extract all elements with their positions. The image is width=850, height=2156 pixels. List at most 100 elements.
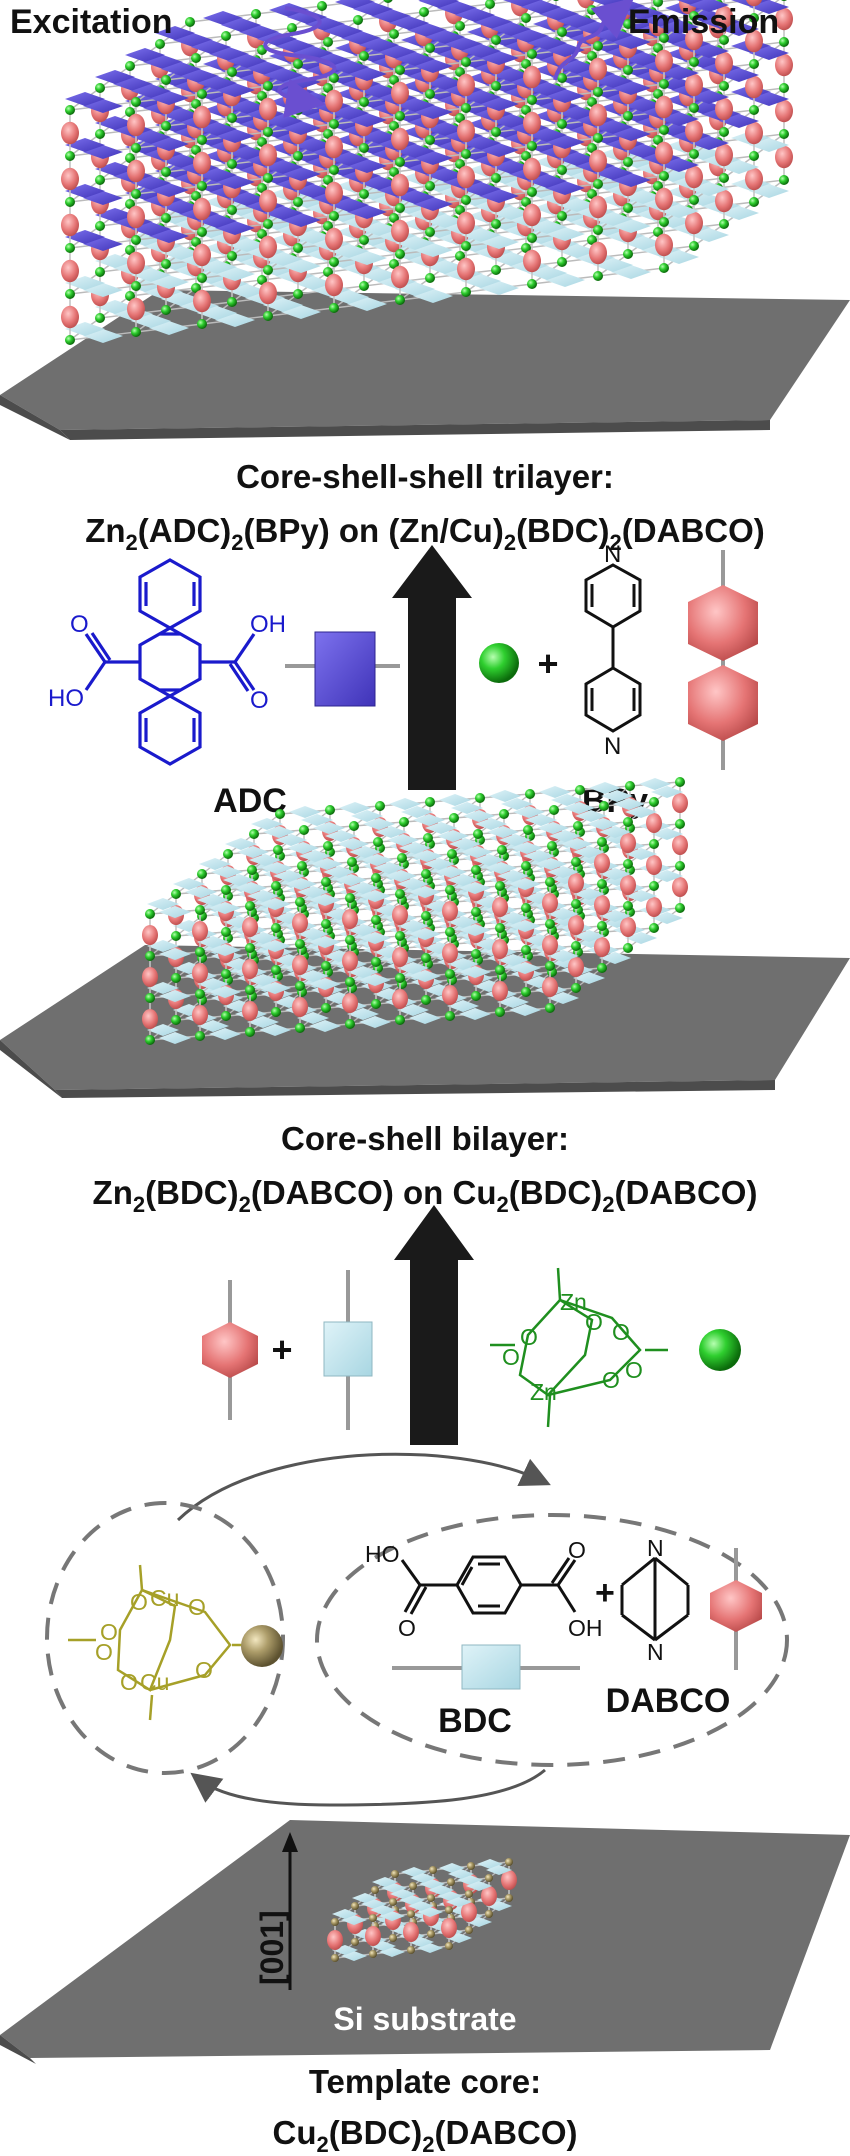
- lattice-linker: [411, 850, 443, 862]
- lattice-linker: [689, 0, 729, 12]
- lattice-pillar-linker: [646, 813, 662, 833]
- lattice-linker: [547, 992, 579, 1004]
- lattice-node: [371, 873, 381, 883]
- lattice-node: [359, 143, 369, 153]
- lattice-pillar-linker: [457, 165, 475, 189]
- lattice-node: [191, 191, 201, 201]
- formula-subscript: 2: [610, 530, 622, 555]
- lattice-pillar-linker: [193, 289, 211, 313]
- lattice-pillar-linker: [542, 977, 558, 997]
- lattice-node: [195, 905, 205, 915]
- lattice-node: [257, 183, 267, 193]
- lattice-node: [719, 35, 729, 45]
- lattice-linker: [197, 894, 229, 906]
- lattice-pillar-linker: [492, 981, 508, 1001]
- lattice-pillar-linker: [127, 251, 145, 275]
- lattice-pillar-linker: [655, 233, 673, 257]
- formula-text: (BDC): [516, 512, 609, 549]
- lattice-linker: [547, 908, 579, 920]
- lattice-node: [675, 777, 685, 787]
- lattice-node: [95, 129, 105, 139]
- lattice-linker: [435, 866, 467, 878]
- lattice-node: [461, 57, 471, 67]
- formula-subscript: 2: [496, 1192, 508, 1217]
- lattice-pillar-linker: [441, 1918, 457, 1938]
- lattice-linker: [159, 948, 191, 960]
- lattice-linker: [259, 898, 291, 910]
- lattice-linker: [409, 1012, 441, 1024]
- lattice-node: [445, 885, 455, 895]
- lattice-node: [659, 125, 669, 135]
- cu-paddlewheel-o4: O: [188, 1594, 206, 1620]
- formula-subscript: 2: [231, 530, 243, 555]
- lattice-node: [359, 51, 369, 61]
- lattice-node: [345, 1019, 355, 1029]
- lattice-linker: [613, 798, 645, 810]
- lattice-pillar-linker: [292, 955, 308, 975]
- lattice-node: [299, 825, 309, 835]
- lattice-node: [171, 931, 181, 941]
- lattice-linker: [159, 906, 191, 918]
- lattice-linker: [155, 26, 195, 40]
- lattice-linker: [491, 22, 531, 36]
- lattice-linker: [537, 822, 569, 834]
- lattice-pillar-linker: [192, 963, 208, 983]
- cu-paddlewheel-o5: O: [195, 1657, 213, 1683]
- lattice-node: [65, 289, 75, 299]
- lattice-node: [323, 267, 333, 277]
- zn-paddlewheel: [490, 1267, 668, 1428]
- lattice-node: [329, 119, 339, 129]
- formula-subscript: 2: [133, 1192, 145, 1217]
- lattice-node: [395, 889, 405, 899]
- lattice-node: [383, 0, 393, 3]
- bdc-atom-oh: OH: [568, 1615, 603, 1641]
- lattice-node: [781, 0, 787, 1]
- lattice-linker: [573, 930, 605, 942]
- lattice-node: [65, 151, 75, 161]
- lattice-node: [623, 249, 633, 259]
- lattice-linker: [197, 936, 229, 948]
- lattice-node: [557, 27, 567, 37]
- lattice-node: [125, 291, 135, 301]
- lattice-node: [571, 899, 581, 909]
- lattice-node: [587, 5, 597, 15]
- lattice-pillar-linker: [542, 893, 558, 913]
- lattice-linker: [389, 16, 429, 30]
- lattice-node: [623, 65, 633, 75]
- cu-paddlewheel-o1: O: [130, 1589, 148, 1615]
- lattice-node: [293, 59, 303, 69]
- lattice-node: [491, 265, 501, 275]
- lattice-linker: [659, 20, 699, 34]
- lattice-node: [161, 213, 171, 223]
- lattice-pillar-linker: [685, 211, 703, 235]
- lattice-pillar-linker: [193, 243, 211, 267]
- lattice-linker: [549, 830, 581, 842]
- bdc-label: BDC: [438, 1702, 512, 1740]
- lattice-node: [245, 1027, 255, 1037]
- lattice-node: [95, 267, 105, 277]
- lattice-linker: [446, 1897, 472, 1907]
- lattice-linker: [259, 982, 291, 994]
- lattice-node: [245, 985, 255, 995]
- lattice-node: [623, 203, 633, 213]
- lattice-pillar-linker: [392, 947, 408, 967]
- lattice-node: [185, 17, 195, 27]
- lattice-node: [425, 797, 435, 807]
- lattice-linker: [547, 866, 579, 878]
- cu-paddlewheel-metal-top: Cu: [150, 1585, 179, 1611]
- lattice-node: [749, 151, 759, 161]
- lattice-node: [623, 817, 633, 827]
- lattice-pillar-linker: [589, 195, 607, 219]
- lattice-node: [221, 969, 231, 979]
- lattice-pillar-linker: [620, 917, 636, 937]
- adc-atom-o-right: O: [250, 687, 269, 714]
- lattice-linker: [337, 838, 369, 850]
- lattice-node: [779, 83, 789, 93]
- lattice-node: [527, 95, 537, 105]
- lattice-pillar-linker: [325, 135, 343, 159]
- formula-text: (BDC): [509, 1174, 602, 1211]
- lattice-node: [779, 175, 789, 185]
- emission-label: Emission: [628, 3, 779, 41]
- bpy-atom-n-bottom: N: [604, 733, 621, 760]
- lattice-linker: [125, 48, 165, 62]
